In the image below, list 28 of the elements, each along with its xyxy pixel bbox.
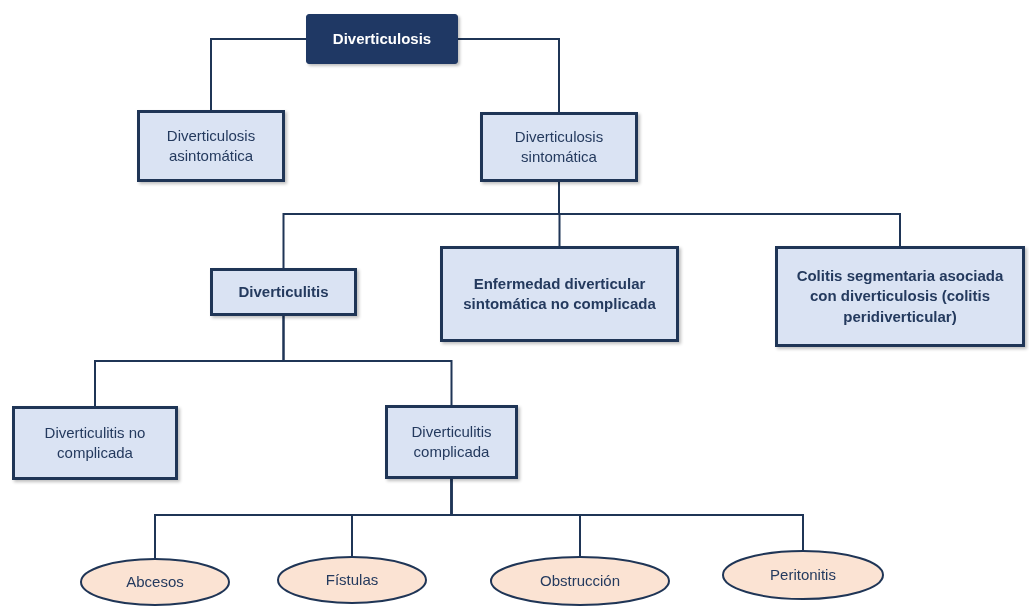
node-label: Diverticulosis sintomática [513,126,605,167]
category-box [12,406,178,480]
node-label: Abcesos [126,571,184,592]
connector-line [282,315,453,406]
category-box [137,110,285,182]
category-box [440,246,679,342]
connector-line [457,38,560,113]
node-label: Diverticulitis no complicada [43,422,147,463]
node-label: Diverticulitis [238,281,329,302]
node-label: Diverticulosis [332,28,432,49]
node-label: Fístulas [325,569,379,590]
connector-line [450,478,804,551]
category-box [480,112,638,182]
category-box [775,246,1025,347]
complication-ellipse [722,550,884,600]
complication-ellipse [490,556,670,606]
node-label: Enfermedad diverticular sintomática no complicada [462,273,657,314]
node-label: Diverticulosis asintomática [165,125,257,166]
node-label: Diverticulitis complicada [410,421,493,462]
category-box [210,268,357,316]
category-box [385,405,518,479]
complication-ellipse [80,558,230,606]
node-label: Colitis segmentaria asociada con diverticulosis (colitis peridiverticular) [795,266,1005,327]
complication-ellipse [277,556,427,604]
connector-line [210,38,307,111]
node-label: Peritonitis [770,564,836,585]
node-label: Obstrucción [539,570,620,591]
root-box [306,14,458,64]
